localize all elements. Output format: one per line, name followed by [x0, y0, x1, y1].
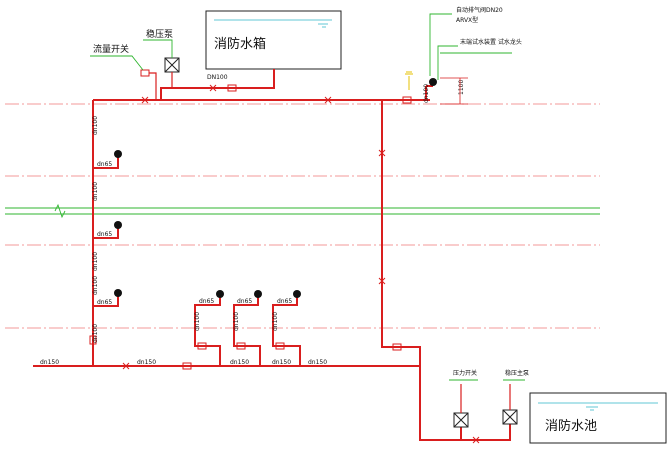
booster-pump: 稳压泵: [143, 28, 180, 88]
tank-outlet-pipe: [160, 69, 275, 100]
sub-branch-size-3: dn65: [277, 298, 292, 305]
bottom-pool-water-line: [538, 402, 658, 411]
riser-size-bottom: dn100: [92, 324, 99, 343]
exhaust-valve-model: ARVX型: [456, 16, 478, 24]
hydrant-icon-3: [114, 289, 122, 297]
sub-riser-3: dn65 dn100: [272, 290, 301, 366]
top-tank-water-line: [214, 19, 332, 28]
main-pump-label: 稳压主泵: [505, 369, 529, 377]
main-pump: 稳压主泵: [502, 369, 529, 425]
height-dimension: 1100: [458, 80, 465, 95]
main-size-3: dn150: [230, 359, 249, 366]
flow-switch-symbol: [140, 69, 150, 77]
main-size-1: dn150: [40, 359, 59, 366]
top-tank-label: 消防水箱: [214, 36, 266, 52]
main-size-2: dn150: [137, 359, 156, 366]
sub-hydrant-icon-3: [293, 290, 301, 298]
hydrant-icon-1: [114, 150, 122, 158]
sub-hydrant-icon-2: [254, 290, 262, 298]
check-valve-top: [209, 84, 237, 92]
main-size-5: dn150: [308, 359, 327, 366]
right-riser-valves: [378, 149, 480, 444]
branch-size-3: dn65: [97, 299, 112, 306]
break-symbol: [54, 203, 66, 219]
bottom-pool-box: [529, 392, 667, 444]
hydrant-branch-1: dn65: [93, 150, 122, 169]
left-riser-valves: [89, 335, 97, 345]
bottom-main-valves: [122, 362, 192, 370]
hydrant-branch-2: dn65: [93, 221, 122, 239]
right-riser: [381, 100, 511, 441]
riser-size-lower2: dn100: [92, 276, 99, 295]
sub-riser-1: dn65 dn100: [194, 290, 224, 366]
section-break: [5, 203, 600, 219]
bottom-pool-label: 消防水池: [545, 418, 597, 434]
branch-size-1: dn65: [97, 161, 112, 168]
sub-riser-2: dn65 dn100: [233, 290, 262, 366]
pressure-switch-pump: 压力开关: [449, 369, 478, 440]
top-main-valves: [141, 96, 412, 104]
hydrant-branch-3: dn65: [93, 289, 122, 307]
tank-outlet-size: DN100: [207, 74, 228, 81]
end-test-label: 末端试水装置 试水龙头: [460, 38, 522, 46]
riser-size-upper: dn100: [92, 116, 99, 135]
booster-pump-label: 稳压泵: [146, 28, 173, 40]
flow-switch: 流量开关: [90, 43, 157, 100]
exhaust-valve-assembly: 自动排气阀DN20 ARVX型 末端试水装置 试水龙头 1100 dn100: [405, 6, 522, 105]
main-size-4: dn150: [272, 359, 291, 366]
sub-branch-size-2: dn65: [237, 298, 252, 305]
riser-size-mid: dn100: [92, 182, 99, 201]
pressure-switch-label: 压力开关: [453, 369, 477, 377]
sub-branch-size-1: dn65: [199, 298, 214, 305]
top-water-tank: 消防水箱: [205, 10, 342, 70]
hydrant-icon-2: [114, 221, 122, 229]
exhaust-valve-label: 自动排气阀DN20: [456, 6, 503, 14]
floor-lines: [5, 103, 600, 329]
bottom-water-pool: 消防水池: [529, 392, 667, 444]
sub-hydrant-icon-1: [216, 290, 224, 298]
riser-size-lower: dn100: [92, 252, 99, 271]
exhaust-valve-icon: [429, 78, 437, 86]
sub-riser-size-1: dn100: [194, 312, 201, 331]
sub-riser-size-3: dn100: [272, 312, 279, 331]
sub-riser-size-2: dn100: [233, 312, 240, 331]
flow-switch-label: 流量开关: [93, 43, 129, 55]
exhaust-pipe-size: dn100: [423, 84, 430, 103]
branch-size-2: dn65: [97, 231, 112, 238]
